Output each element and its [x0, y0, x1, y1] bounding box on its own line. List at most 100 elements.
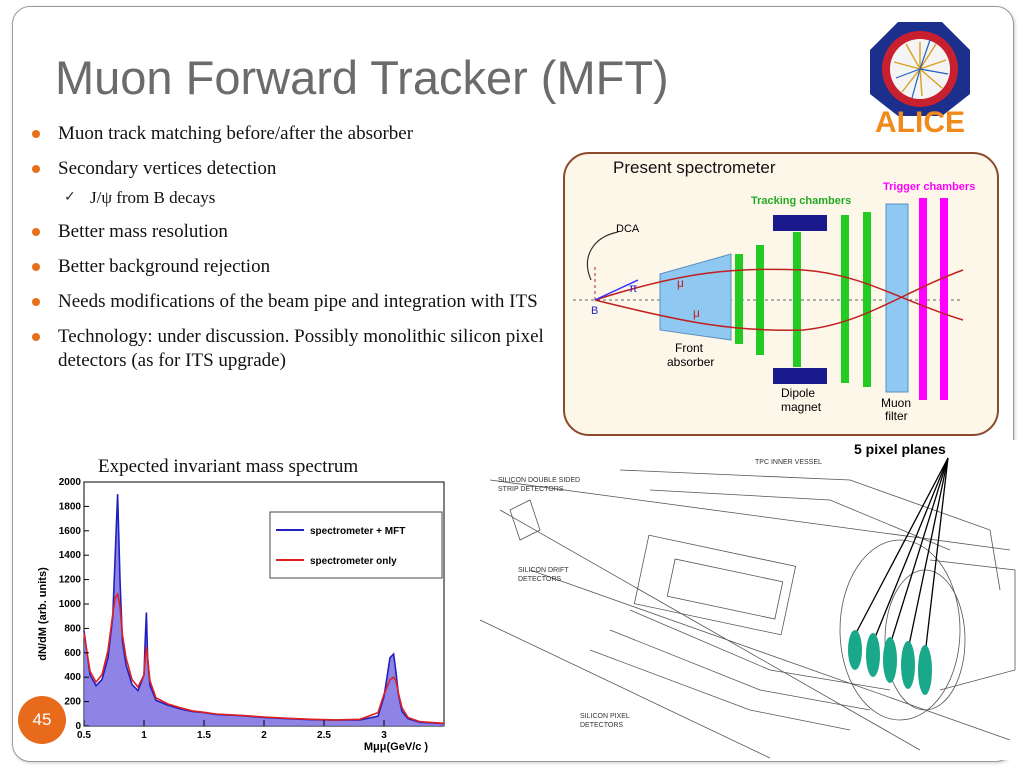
sdd-label: DETECTORS [518, 576, 561, 583]
bullet-item: Better mass resolution [30, 220, 570, 244]
dipole-label: magnet [781, 400, 822, 414]
x-tick-label: 2.5 [317, 730, 331, 741]
bullet-dot [32, 228, 40, 236]
tracking-chamber [793, 232, 801, 367]
series-area [84, 494, 444, 726]
y-tick-label: 1800 [59, 501, 82, 512]
alice-logo: ALICE [870, 22, 970, 138]
muon-filter-label: Muon [881, 396, 911, 410]
y-tick-label: 1000 [59, 599, 82, 610]
pixel-plane [866, 633, 880, 677]
bullet-item: Technology: under discussion. Possibly m… [30, 325, 570, 373]
pion-track [594, 279, 639, 301]
sub-bullet-item: ✓ J/ψ from B decays [30, 186, 570, 210]
spectrometer-title: Present spectrometer [613, 158, 776, 177]
dipole-bottom [773, 368, 827, 384]
pixel-plane [901, 641, 915, 689]
bullet-text: Technology: under discussion. Possibly m… [58, 326, 544, 371]
alice-logo-text: ALICE [875, 106, 965, 138]
bullet-dot [32, 263, 40, 271]
bullet-text: Better background rejection [58, 256, 271, 277]
x-tick-label: 2 [261, 730, 267, 741]
bullet-text: Needs modifications of the beam pipe and… [58, 291, 538, 312]
pixel-plane [848, 630, 862, 670]
tracking-chamber [756, 245, 764, 355]
bullet-item: Needs modifications of the beam pipe and… [30, 290, 570, 314]
spectrometer-diagram: DCA π μ μ B Tracking chambers Trigger ch… [573, 181, 975, 423]
series-line [83, 592, 445, 725]
bullet-dot [32, 165, 40, 173]
tracking-chamber [863, 212, 871, 387]
trigger-chamber [919, 198, 927, 400]
tracking-label: Tracking chambers [751, 195, 851, 207]
dipole-label: Dipole [781, 386, 815, 400]
bullet-text: Secondary vertices detection [58, 158, 277, 179]
trigger-label: Trigger chambers [883, 181, 975, 193]
spd-label: DETECTORS [580, 722, 623, 729]
bullet-text: Better mass resolution [58, 221, 228, 242]
muon-track [594, 268, 964, 321]
bullet-item: Better background rejection [30, 255, 570, 279]
bullet-dot [32, 298, 40, 306]
page-number-badge: 45 [18, 696, 66, 744]
y-tick-label: 1200 [59, 575, 82, 586]
y-tick-label: 0 [75, 721, 81, 732]
pixel-planes [848, 630, 932, 695]
pixel-plane [918, 645, 932, 695]
spd-label: SILICON PIXEL [580, 713, 630, 720]
detector-drawing: 5 pixel planes TPC INNER VESSEL SILICON … [470, 440, 1020, 760]
mu-label: μ [677, 276, 684, 290]
y-tick-label: 1600 [59, 526, 82, 537]
ssd-label: STRIP DETECTORS [498, 486, 564, 493]
sdd-label: SILICON DRIFT [518, 567, 569, 574]
drawing-bg [470, 440, 1020, 760]
tracking-chamber [735, 254, 743, 344]
legend-label: spectrometer only [310, 556, 397, 567]
y-tick-label: 200 [64, 697, 81, 708]
muon-track [594, 269, 964, 331]
bullet-item: Secondary vertices detection [30, 157, 570, 181]
y-tick-label: 1400 [59, 550, 82, 561]
front-absorber-label: Front [675, 341, 704, 355]
bullet-dot [32, 333, 40, 341]
y-tick-label: 2000 [59, 477, 82, 488]
pixel-plane [883, 637, 897, 683]
detector-lines [479, 469, 1016, 759]
x-tick-label: 3 [381, 730, 387, 741]
y-tick-label: 800 [64, 623, 81, 634]
front-absorber-label: absorber [667, 355, 714, 369]
trigger-chamber [940, 198, 948, 400]
muon-filter-label: filter [885, 409, 908, 423]
sub-bullet-text: J/ψ from B decays [90, 188, 216, 207]
x-axis-label: Mμμ(GeV/c ) [364, 741, 429, 753]
bullet-dot [32, 130, 40, 138]
slide-title: Muon Forward Tracker (MFT) [55, 51, 669, 104]
series-line [83, 494, 445, 725]
pixel-planes-label: 5 pixel planes [854, 441, 946, 457]
front-absorber [659, 253, 732, 341]
x-tick-label: 0.5 [77, 730, 91, 741]
y-tick-label: 400 [64, 672, 81, 683]
y-tick-label: 600 [64, 648, 81, 659]
tpc-label: TPC INNER VESSEL [755, 459, 822, 466]
dipole-top [773, 215, 827, 231]
legend-label: spectrometer + MFT [310, 526, 405, 537]
pixel-plane-pointers [854, 457, 949, 656]
mass-spectrum-title: Expected invariant mass spectrum [98, 456, 359, 477]
mass-spectrum-chart: dN/dM (arb. units) Mμμ(GeV/c ) 0 200 400 60… [37, 477, 445, 753]
bullet-item: Muon track matching before/after the abs… [30, 122, 570, 146]
b-label: B [591, 305, 598, 317]
dca-label: DCA [616, 223, 640, 235]
x-tick-label: 1.5 [197, 730, 211, 741]
bullet-list: Muon track matching before/after the abs… [30, 122, 570, 384]
mu-label: μ [693, 306, 700, 320]
ssd-label: SILICON DOUBLE SIDED [498, 477, 580, 484]
x-tick-label: 1 [141, 730, 147, 741]
legend-box [269, 511, 443, 579]
pi-label: π [629, 281, 637, 295]
dca-arrow [586, 231, 619, 281]
tracking-chamber [841, 215, 849, 383]
y-axis-label: dN/dM (arb. units) [37, 567, 49, 661]
check-icon: ✓ [64, 190, 76, 205]
muon-filter [885, 203, 909, 393]
